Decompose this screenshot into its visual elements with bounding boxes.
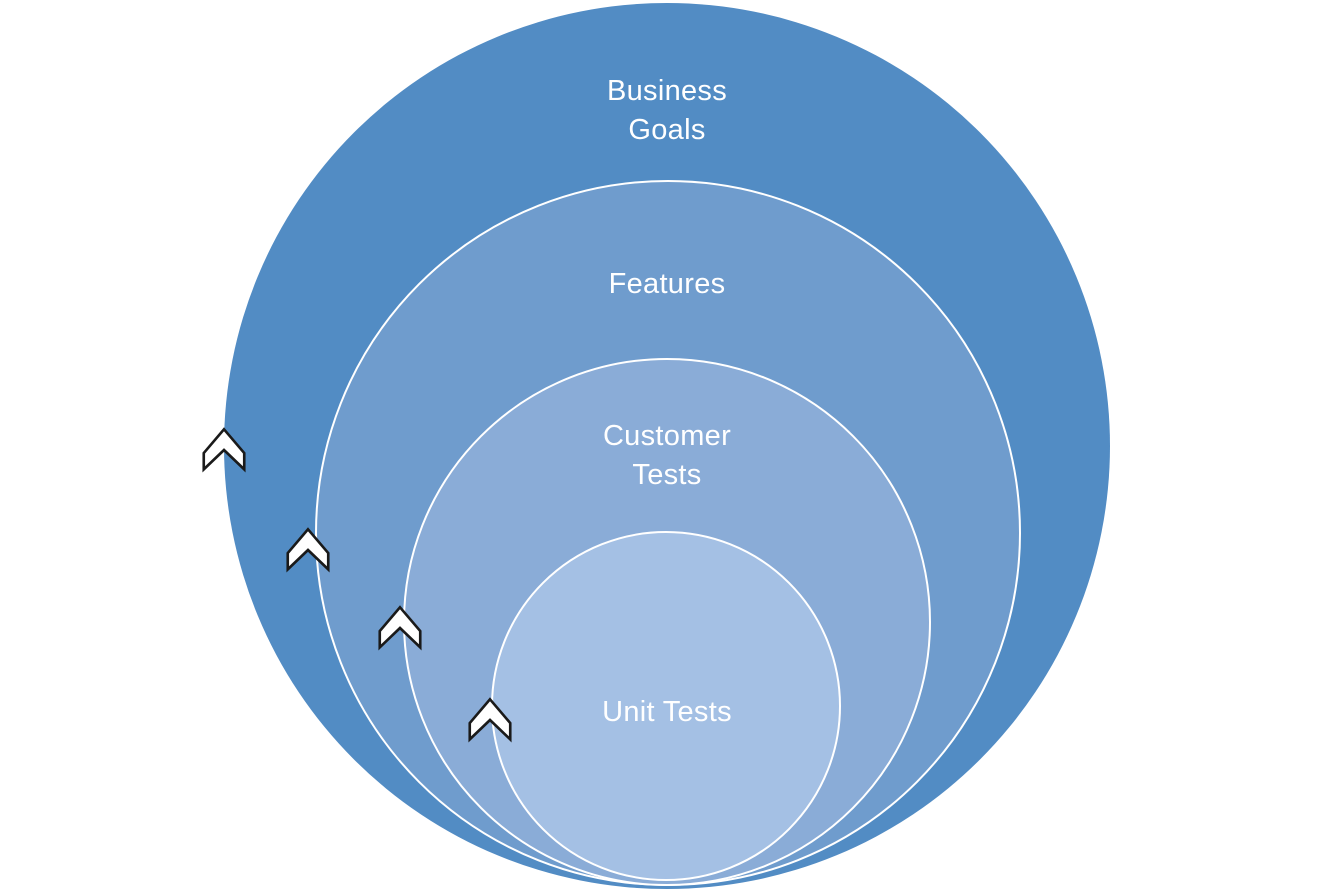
chevron-up-icon — [468, 697, 512, 743]
circle-unit-tests — [491, 531, 841, 881]
chevron-up-icon-shape — [378, 605, 422, 651]
chevron-up-icon-shape — [468, 697, 512, 743]
chevron-up-icon — [286, 527, 330, 573]
chevron-up-icon — [378, 605, 422, 651]
label-unit-tests: Unit Tests — [602, 696, 732, 728]
chevron-up-icon-shape — [286, 527, 330, 573]
label-features: Features — [608, 268, 726, 300]
chevron-up-icon-shape — [202, 427, 246, 473]
label-business-goals: Business Goals — [606, 75, 728, 146]
chevron-up-icon — [202, 427, 246, 473]
label-customer-tests: Customer Tests — [602, 420, 732, 491]
